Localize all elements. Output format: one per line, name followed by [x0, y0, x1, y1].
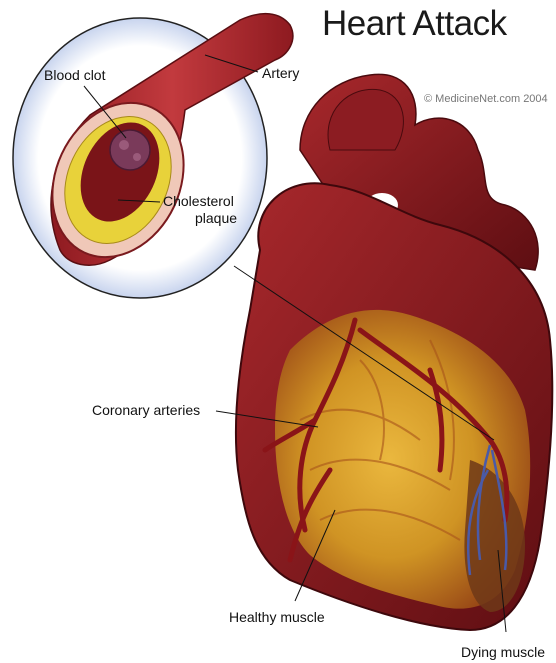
- copyright-text: © MedicineNet.com 2004: [424, 93, 548, 105]
- artery-inset: [13, 14, 293, 298]
- label-cholesterol-line2: plaque: [195, 210, 237, 226]
- blood-clot-shape: [110, 130, 150, 170]
- label-healthy-muscle: Healthy muscle: [229, 609, 325, 625]
- heart-illustration: [236, 74, 552, 630]
- label-dying-muscle: Dying muscle: [461, 644, 545, 660]
- label-coronary-arteries: Coronary arteries: [92, 402, 200, 418]
- label-blood-clot: Blood clot: [44, 67, 105, 83]
- label-artery: Artery: [262, 65, 299, 81]
- label-cholesterol-line1: Cholesterol: [163, 193, 234, 209]
- page-title: Heart Attack: [322, 4, 507, 44]
